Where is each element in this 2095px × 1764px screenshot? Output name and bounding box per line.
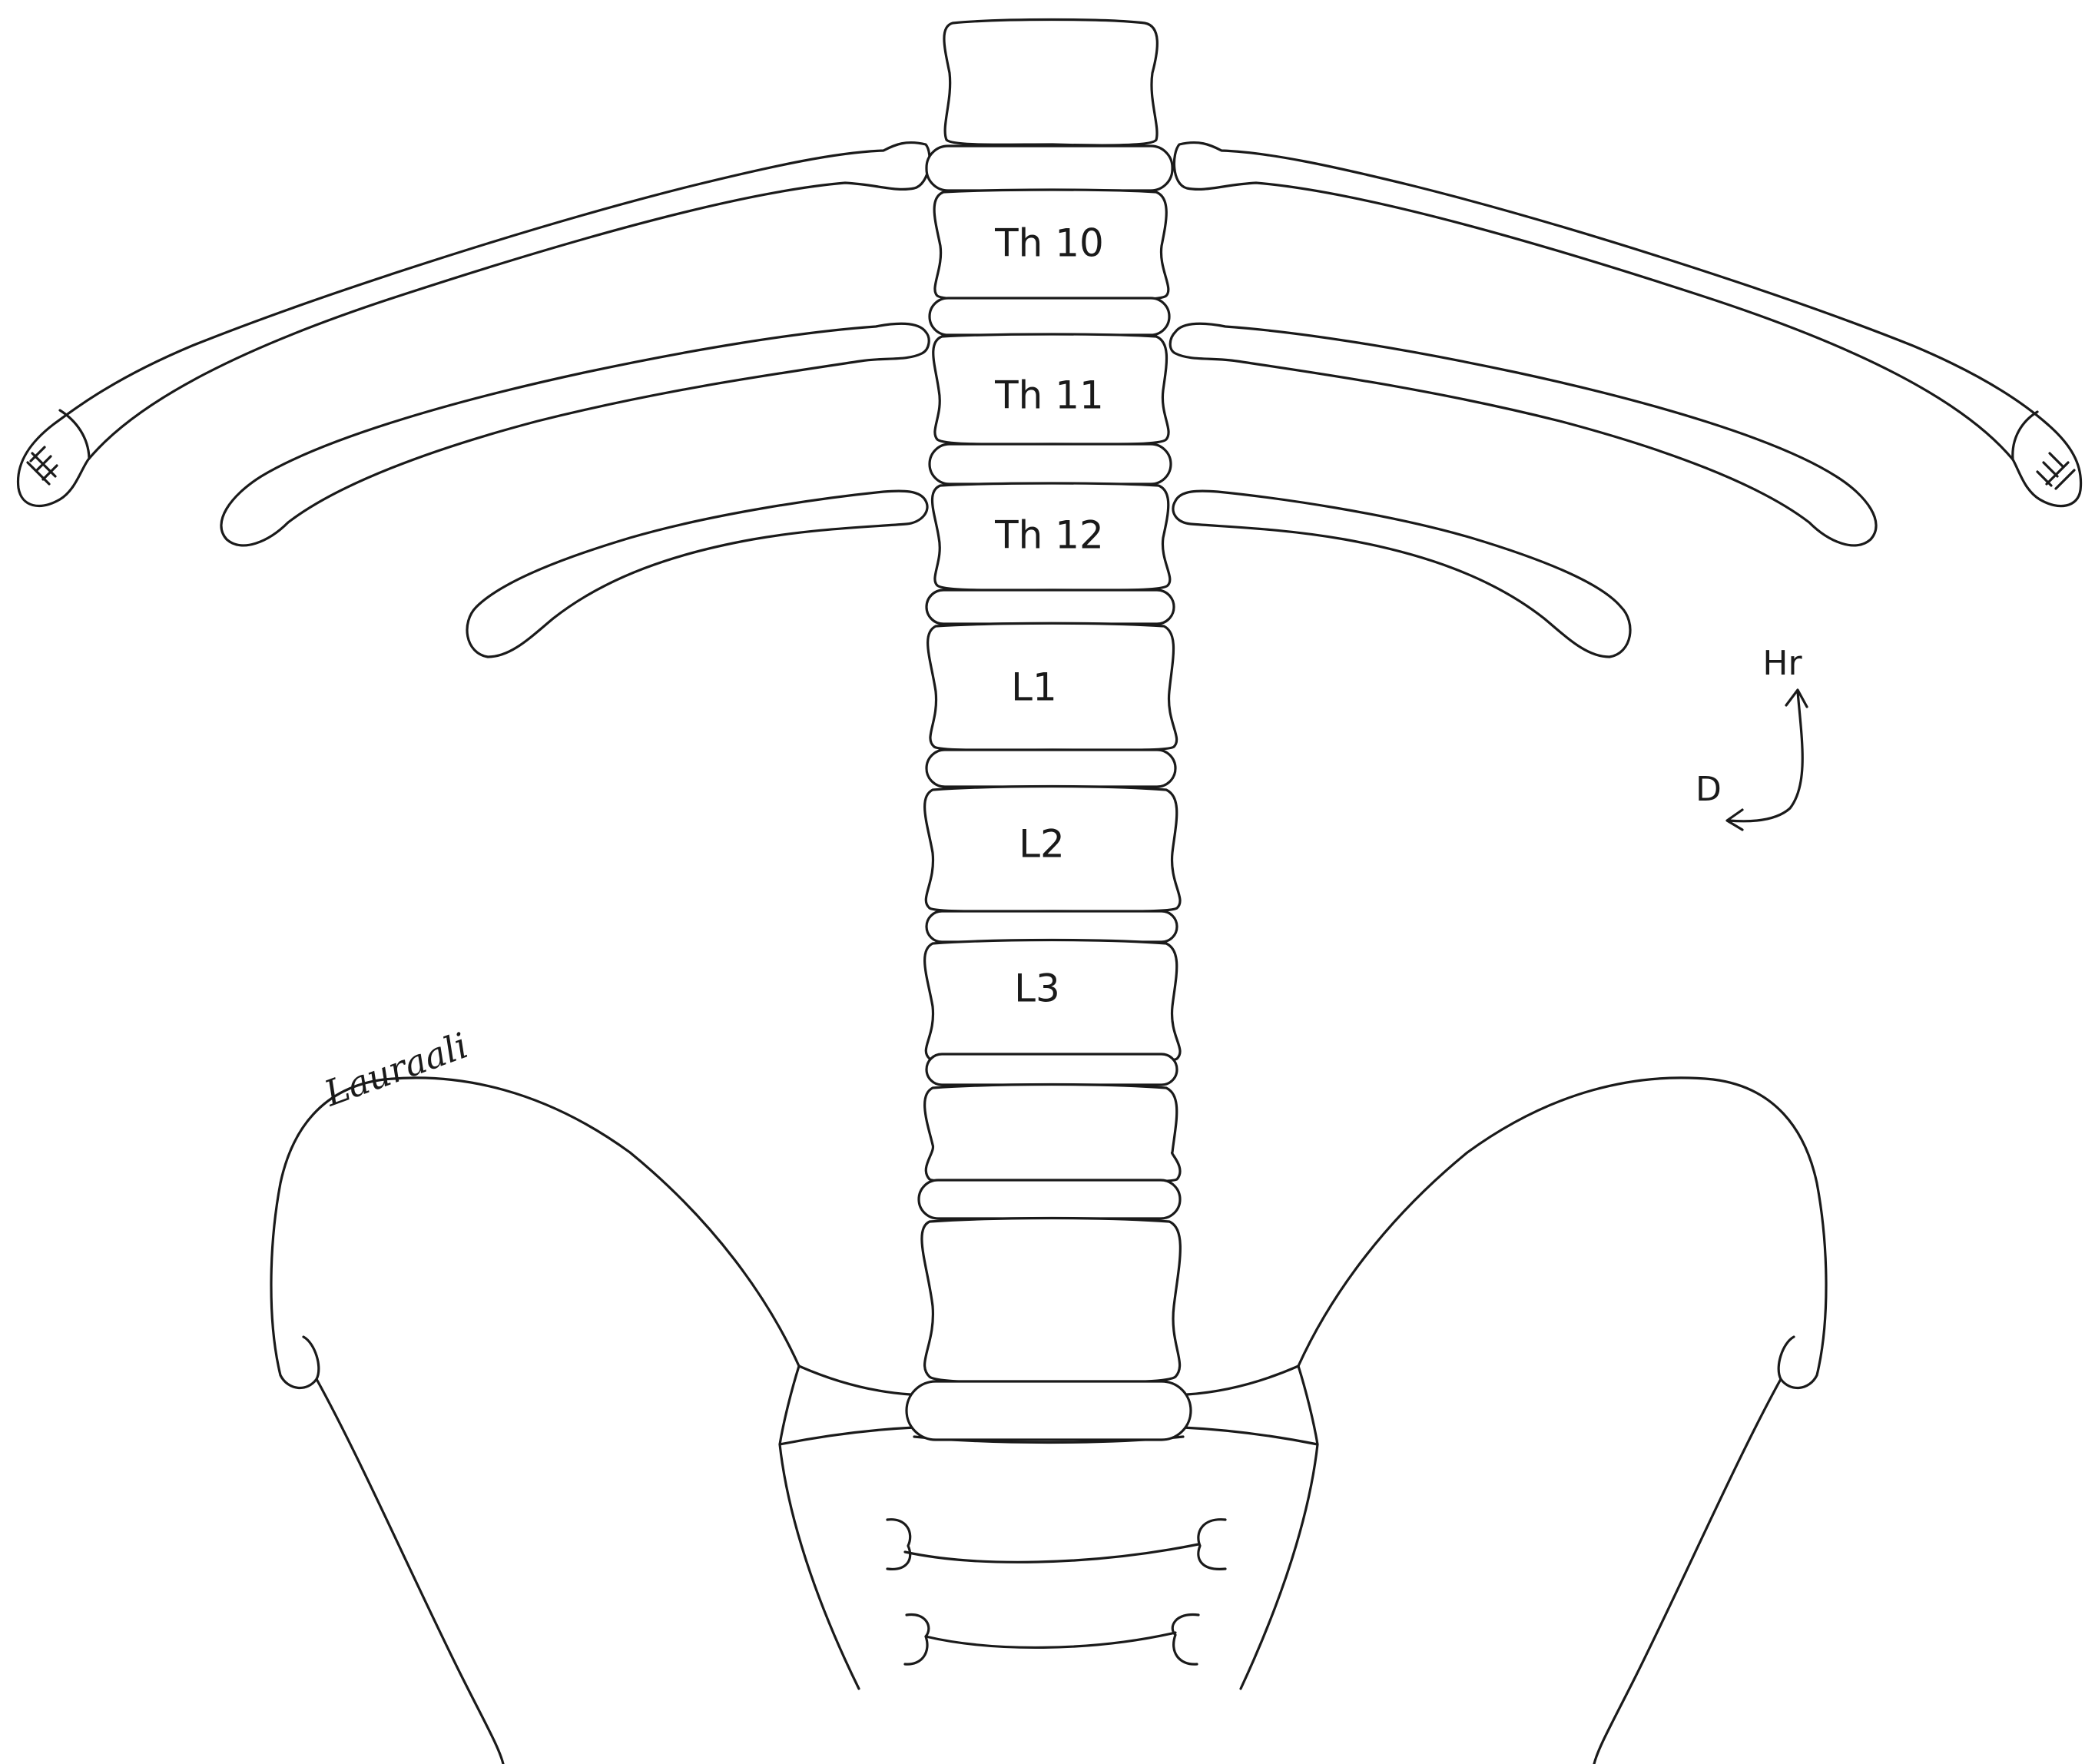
left-ribs — [18, 143, 930, 657]
left-iliac-crest — [271, 1078, 799, 1388]
disc-l3-l4 — [927, 1054, 1177, 1085]
orientation-indicator: Hr D — [1696, 644, 1807, 830]
disc-l1-l2 — [927, 750, 1175, 787]
sacral-foramen-2-right — [1172, 1614, 1198, 1664]
right-iliac-crest — [1298, 1078, 1826, 1388]
sacrum-left-edge — [780, 1444, 859, 1689]
arrow-up-head-icon — [1786, 690, 1807, 707]
sacrum-right-edge — [1241, 1444, 1318, 1689]
orientation-arrow-icon — [1729, 691, 1802, 821]
sacrum-wing-left — [780, 1366, 914, 1444]
right-ribs — [1170, 143, 2080, 657]
rib-12-right — [1173, 491, 1630, 657]
vertebra-l4 — [925, 1085, 1180, 1182]
vertebra-th9 — [944, 20, 1157, 146]
label-l1: L1 — [1011, 665, 1057, 710]
label-l2: L2 — [1019, 822, 1065, 867]
disc-l5-s1 — [907, 1381, 1191, 1440]
rib-12-left — [467, 491, 927, 657]
sacrum-wing-right — [1183, 1366, 1318, 1444]
sacrum-top-right — [1187, 1366, 1298, 1394]
right-ilium-lower — [1594, 1379, 1781, 1764]
sacral-line-1 — [905, 1544, 1198, 1562]
sacrum-top-left — [799, 1366, 910, 1394]
side-direction-label: D — [1696, 770, 1722, 809]
up-direction-label: Hr — [1762, 644, 1802, 683]
sacral-foramen-1-right — [1198, 1520, 1225, 1570]
sacral-foramen-1-left — [887, 1520, 910, 1570]
rib-10-right — [1174, 143, 2080, 506]
left-ilium-lower — [317, 1379, 503, 1764]
label-th11: Th 11 — [994, 373, 1104, 418]
sacral-line-2 — [926, 1633, 1175, 1647]
label-l3: L3 — [1014, 967, 1060, 1011]
label-th10: Th 10 — [994, 221, 1104, 266]
disc-th11-th12 — [930, 444, 1171, 484]
rib-10-left — [18, 143, 930, 506]
sacral-foramen-2-left — [905, 1614, 929, 1664]
disc-th9-th10 — [927, 146, 1172, 191]
label-th12: Th 12 — [994, 513, 1104, 558]
disc-th12-l1 — [927, 590, 1174, 624]
signature: Lauraali — [318, 1024, 473, 1114]
vertebra-l5 — [922, 1219, 1180, 1384]
disc-th10-th11 — [930, 298, 1169, 335]
disc-l4-l5 — [919, 1180, 1180, 1219]
disc-l2-l3 — [927, 911, 1177, 942]
